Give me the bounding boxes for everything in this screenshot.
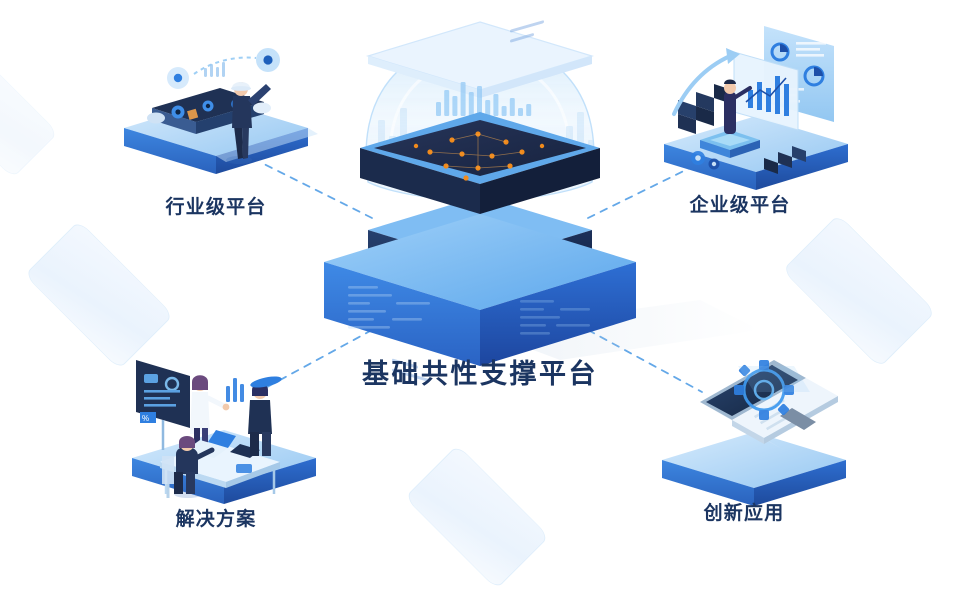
node-label-solutions: 解决方案 (175, 509, 257, 530)
presenter-standing (190, 375, 230, 450)
dome-bar-chart (436, 82, 532, 116)
whiteboard: % (136, 360, 190, 450)
svg-text:%: % (142, 414, 149, 423)
holographic-icons (167, 48, 280, 89)
innovation-apps-art (662, 360, 846, 506)
platform-layer-base (324, 214, 636, 366)
presenter (700, 79, 760, 158)
node-innovation-apps[interactable]: 创新应用 (634, 346, 874, 524)
node-enterprise-platform[interactable]: 企业级平台 (638, 18, 878, 216)
infographic-canvas: 行业级平台 (0, 18, 936, 589)
hologram-gear (734, 360, 810, 420)
enterprise-platform-art (664, 26, 848, 190)
colleague (248, 376, 282, 456)
analytics-dashboard-front (733, 51, 799, 131)
node-industry-platform[interactable]: 行业级平台 (96, 34, 336, 218)
node-label-innovation-apps: 创新应用 (703, 503, 785, 524)
connector-to-industry (261, 162, 373, 219)
node-solutions[interactable]: % (104, 338, 344, 530)
growth-stairs (678, 84, 732, 134)
center-platform-title: 基础共性支撑平台 (362, 359, 598, 389)
center-platform-stack (324, 20, 760, 382)
seated-worker (162, 436, 215, 498)
factory-worker (226, 82, 271, 164)
industry-platform-art (124, 48, 318, 174)
platform-layer-chip (360, 112, 600, 214)
node-label-enterprise-platform: 企业级平台 (689, 195, 791, 216)
connector-to-enterprise (587, 162, 701, 219)
connector-to-solutions (257, 329, 373, 393)
gear-icons (691, 151, 720, 170)
solutions-art: % (132, 360, 316, 504)
node-label-industry-platform: 行业级平台 (165, 197, 267, 218)
